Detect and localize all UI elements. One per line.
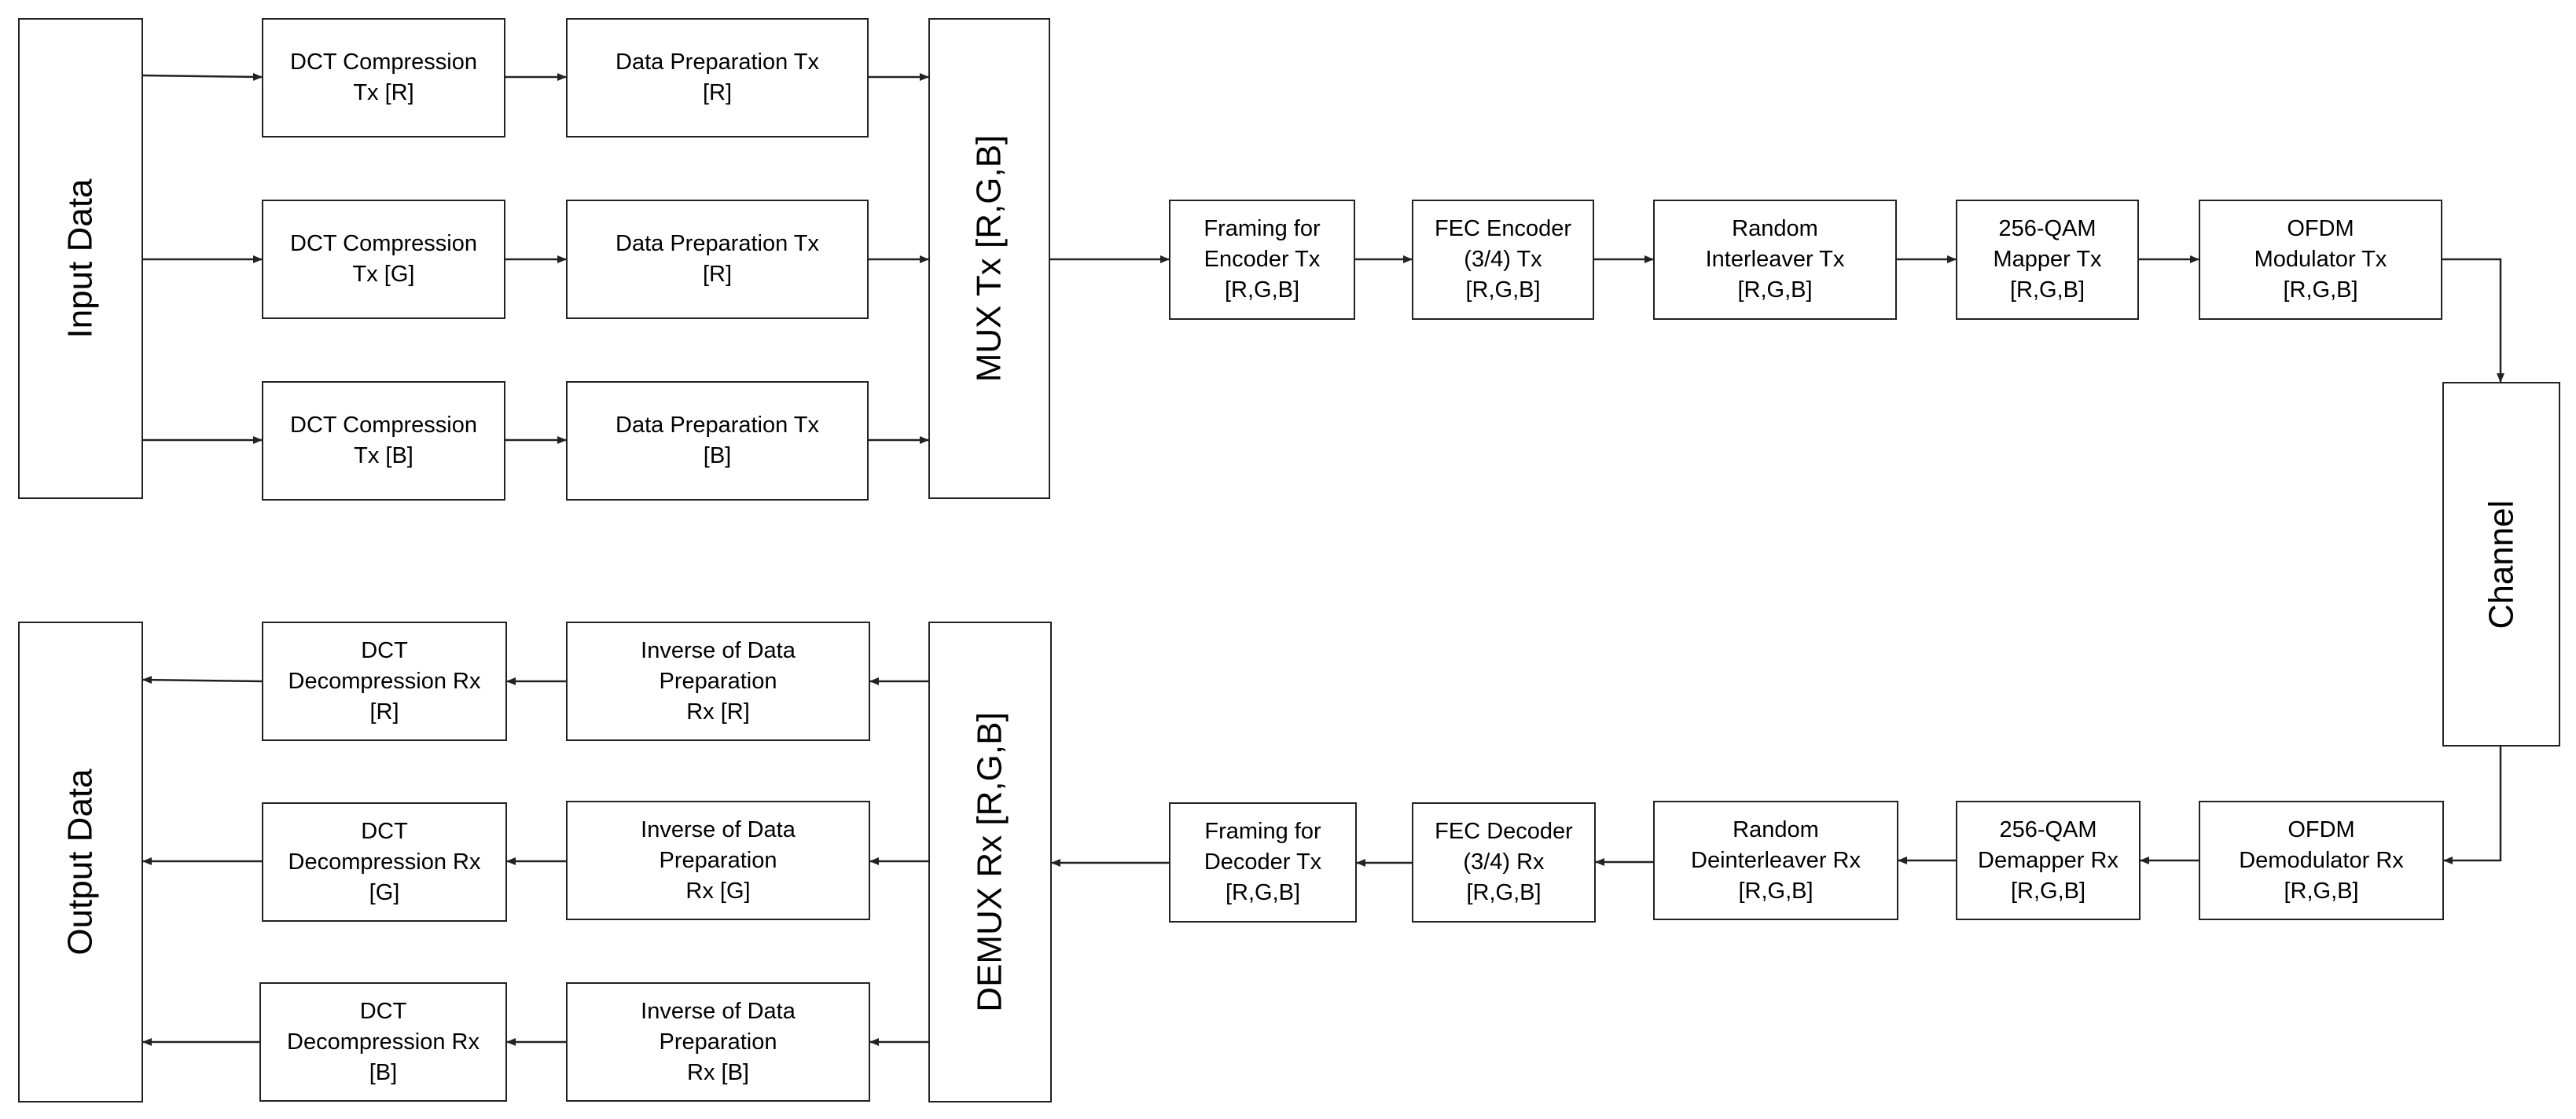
- dct-decompression-rx-g: DCT Decompression Rx [G]: [262, 802, 507, 922]
- dct-decompression-rx-b: DCT Decompression Rx [B]: [259, 982, 507, 1102]
- mux-tx-label: MUX Tx [R,G,B]: [969, 134, 1009, 383]
- output-data-block: Output Data: [18, 622, 143, 1102]
- mux-tx-block: MUX Tx [R,G,B]: [928, 18, 1050, 499]
- ofdm-modulator-tx: OFDM Modulator Tx [R,G,B]: [2199, 200, 2442, 320]
- framing-encoder-tx: Framing for Encoder Tx [R,G,B]: [1169, 200, 1355, 320]
- framing-decoder-rx: Framing for Decoder Tx [R,G,B]: [1169, 802, 1357, 923]
- arrow-input-to-dct-r: [142, 72, 263, 81]
- arrow-channel-to-ofdm-demod: [2443, 747, 2502, 864]
- channel-block: Channel: [2442, 382, 2560, 747]
- input-data-label: Input Data: [61, 178, 100, 339]
- channel-label: Channel: [2482, 500, 2521, 629]
- dct-compression-tx-b: DCT Compression Tx [B]: [262, 381, 505, 501]
- dct-compression-tx-g: DCT Compression Tx [G]: [262, 200, 505, 319]
- arrow-ofdm-to-channel: [2442, 258, 2504, 383]
- inverse-data-preparation-rx-b: Inverse of Data Preparation Rx [B]: [566, 982, 870, 1102]
- demux-rx-block: DEMUX Rx [R,G,B]: [928, 622, 1052, 1102]
- qam-mapper-tx: 256-QAM Mapper Tx [R,G,B]: [1956, 200, 2139, 320]
- inverse-data-preparation-rx-g: Inverse of Data Preparation Rx [G]: [566, 801, 870, 920]
- qam-demapper-rx: 256-QAM Demapper Rx [R,G,B]: [1956, 801, 2141, 920]
- data-preparation-tx-g: Data Preparation Tx [R]: [566, 200, 869, 319]
- data-preparation-tx-b: Data Preparation Tx [B]: [566, 381, 869, 501]
- dct-compression-tx-r: DCT Compression Tx [R]: [262, 18, 505, 138]
- data-preparation-tx-r: Data Preparation Tx [R]: [566, 18, 869, 138]
- demux-rx-label: DEMUX Rx [R,G,B]: [970, 712, 1009, 1012]
- ofdm-demodulator-rx: OFDM Demodulator Rx [R,G,B]: [2199, 801, 2444, 920]
- dct-decompression-rx-r: DCT Decompression Rx [R]: [262, 622, 507, 741]
- output-data-label: Output Data: [61, 769, 100, 956]
- inverse-data-preparation-rx-r: Inverse of Data Preparation Rx [R]: [566, 622, 870, 741]
- fec-decoder-rx: FEC Decoder (3/4) Rx [R,G,B]: [1412, 802, 1596, 923]
- fec-encoder-tx: FEC Encoder (3/4) Tx [R,G,B]: [1412, 200, 1594, 320]
- random-interleaver-tx: Random Interleaver Tx [R,G,B]: [1653, 200, 1897, 320]
- random-deinterleaver-rx: Random Deinterleaver Rx [R,G,B]: [1653, 801, 1898, 920]
- arrow-dctrx-to-output-r: [142, 676, 263, 684]
- input-data-block: Input Data: [18, 18, 143, 499]
